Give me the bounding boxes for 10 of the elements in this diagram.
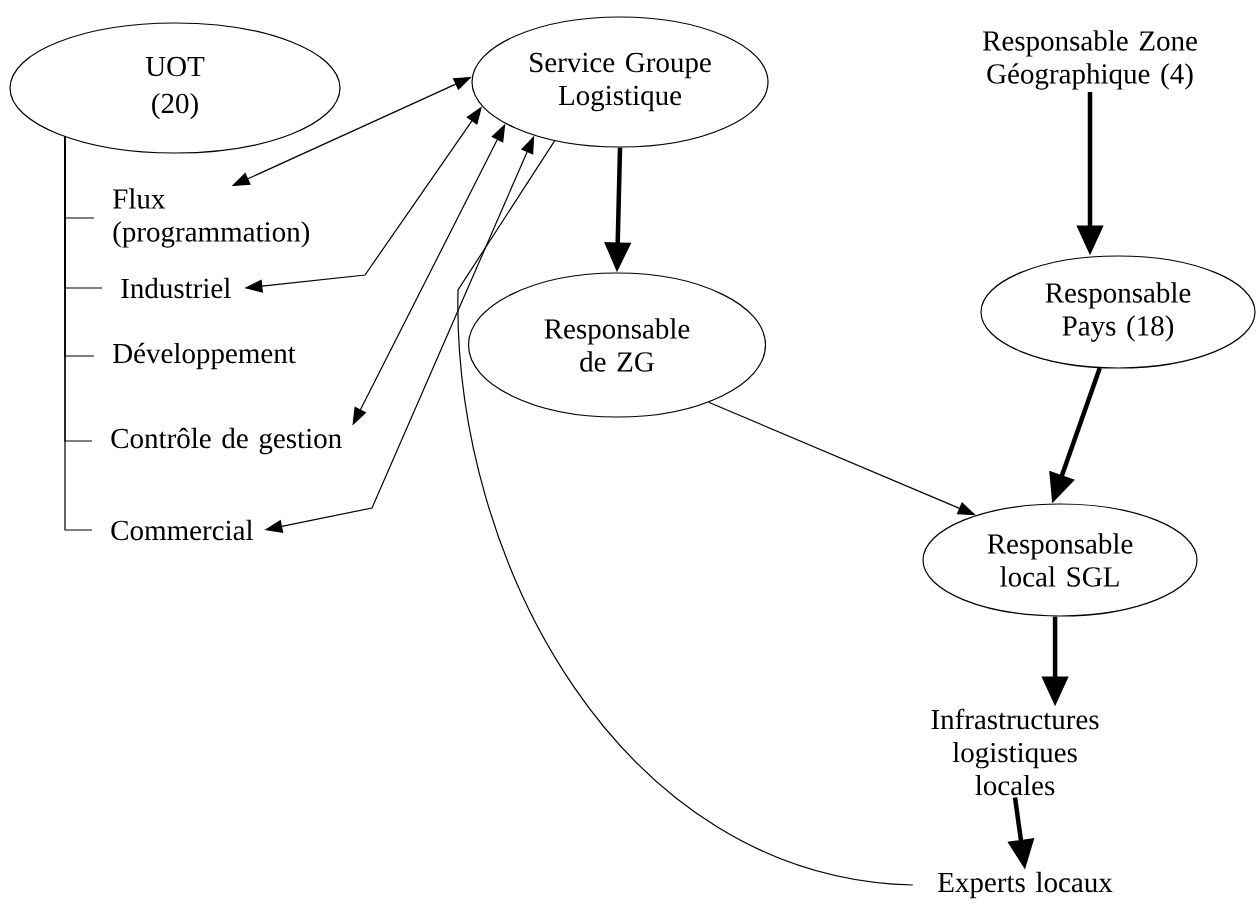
department-label: Industriel: [121, 277, 231, 299]
department-label: Commercial: [111, 519, 253, 541]
role-label: Experts locaux: [938, 871, 1113, 899]
department-label: Flux (programmation): [113, 188, 310, 248]
department-label: Contrôle de gestion: [111, 427, 342, 455]
department-label: Développement: [113, 342, 296, 370]
role-label: Infrastructures logistiques locales: [931, 708, 1099, 796]
role-label: Responsable Zone Géographique (4): [982, 30, 1197, 90]
tree-connector: [64, 135, 93, 531]
connector-line: [457, 140, 914, 886]
